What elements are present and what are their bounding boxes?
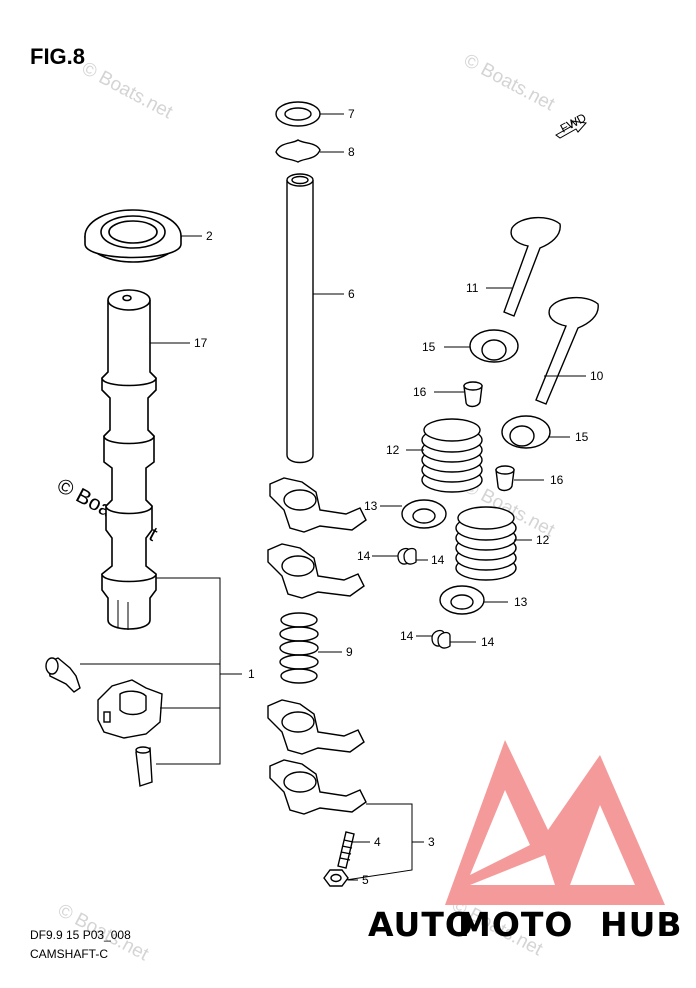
valve-part-10 xyxy=(535,297,599,405)
rocker-arm-second xyxy=(267,543,365,599)
callout-10: 10 xyxy=(590,369,604,383)
callout-15a: 15 xyxy=(422,340,436,354)
callout-16b: 16 xyxy=(550,473,564,487)
callout-8: 8 xyxy=(348,145,355,159)
brand-logo xyxy=(445,740,665,905)
spring-part-9 xyxy=(279,612,319,684)
callout-7: 7 xyxy=(348,107,355,121)
rocker-arm-third xyxy=(267,699,365,755)
brand-moto: MOTO xyxy=(458,905,573,944)
valve-part-11 xyxy=(503,217,561,317)
spring-seat-part-13a xyxy=(401,499,447,529)
callout-17: 17 xyxy=(194,336,208,350)
callout-13a: 13 xyxy=(364,499,378,513)
callout-labels: 7 8 6 2 17 1 9 11 10 15 15 16 16 12 12 1… xyxy=(194,107,604,887)
callout-14a: 14 xyxy=(357,549,371,563)
gasket-part-8 xyxy=(275,139,321,163)
rocker-shaft-part-6 xyxy=(286,173,314,464)
leader-lines xyxy=(80,113,586,881)
pump-driver-part-1b xyxy=(97,679,163,739)
callout-11: 11 xyxy=(466,281,479,295)
brand-wordmark: AUTO MOTO HUB xyxy=(368,905,683,944)
spring-seat-part-13b xyxy=(439,585,485,615)
callout-1: 1 xyxy=(248,667,255,681)
bolt-part-1a xyxy=(45,657,81,693)
brand-hub: HUB xyxy=(600,905,683,944)
fwd-label: FWD xyxy=(558,110,589,135)
callout-9: 9 xyxy=(346,645,353,659)
retainer-part-15a xyxy=(469,329,519,363)
stem-seal-part-16b xyxy=(495,465,515,492)
figure-title: FIG.8 xyxy=(30,44,86,69)
valve-spring-part-12b xyxy=(455,506,517,581)
callout-14c: 14 xyxy=(400,629,414,643)
camshaft-part-17 xyxy=(101,289,157,630)
callout-2: 2 xyxy=(206,229,213,243)
retainer-part-15b xyxy=(501,415,551,449)
callout-16a: 16 xyxy=(413,385,427,399)
callout-3: 3 xyxy=(428,835,435,849)
callout-13b: 13 xyxy=(514,595,528,609)
brand-auto: AUTO xyxy=(368,905,474,944)
figure-code: DF9.9 15 P03_008 xyxy=(30,928,131,942)
callout-6: 6 xyxy=(348,287,355,301)
forward-arrow-icon: FWD xyxy=(555,110,589,139)
stem-seal-part-16a xyxy=(463,381,483,408)
callout-12b: 12 xyxy=(536,533,550,547)
callout-4: 4 xyxy=(374,835,381,849)
cotter-part-14a xyxy=(397,547,417,565)
callout-14d: 14 xyxy=(481,635,495,649)
callout-15b: 15 xyxy=(575,430,589,444)
pin-part-1c xyxy=(135,746,153,787)
valve-spring-part-12a xyxy=(421,418,483,493)
callout-14b: 14 xyxy=(431,553,445,567)
rocker-arm-upper xyxy=(269,477,367,533)
nut-part-5 xyxy=(323,869,349,887)
o-ring-part-7 xyxy=(275,101,321,127)
callout-12a: 12 xyxy=(386,443,400,457)
oil-seal-part-2 xyxy=(84,209,182,263)
callout-5: 5 xyxy=(362,873,369,887)
cotter-part-14b xyxy=(431,629,451,649)
rocker-arm-lower xyxy=(269,759,367,815)
adjust-screw-part-4 xyxy=(337,831,355,869)
figure-name: CAMSHAFT-C xyxy=(30,947,108,961)
